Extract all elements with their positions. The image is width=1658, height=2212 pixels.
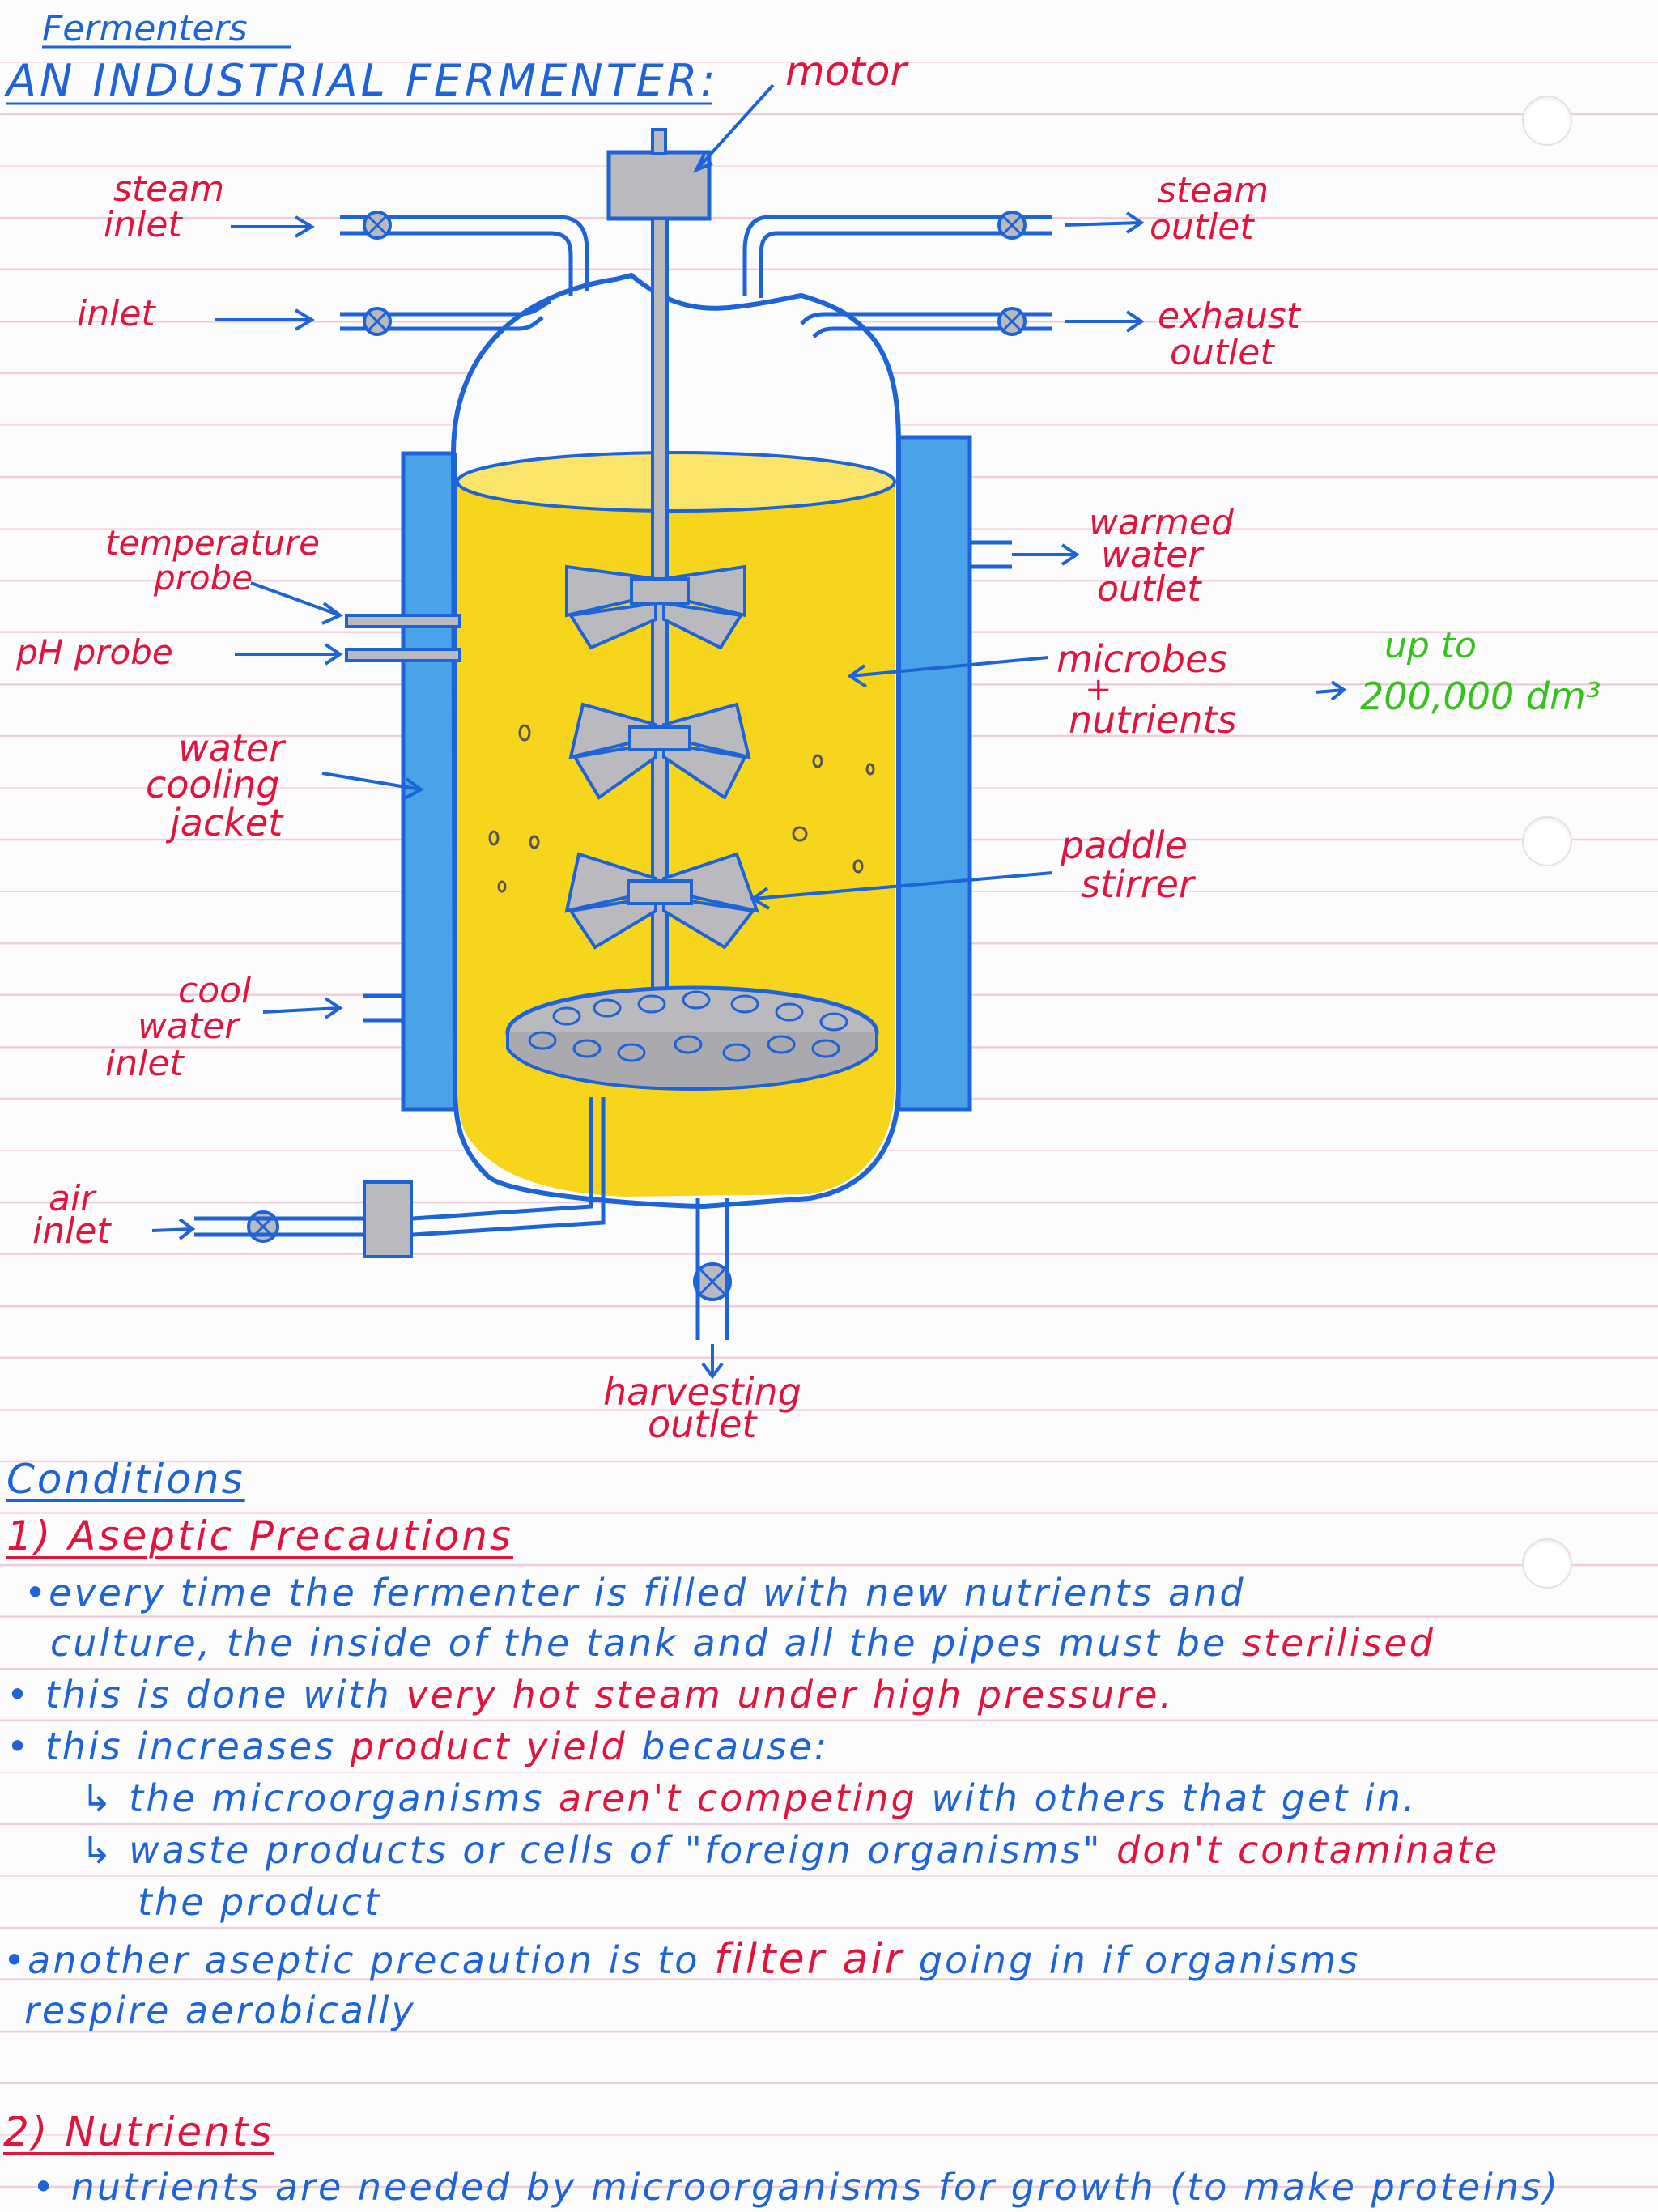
label-temperature-probe: temperature xyxy=(105,523,320,563)
fermenter-diagram: Fermenters AN INDUSTRIAL FERMENTER: xyxy=(4,8,1601,1446)
paddle-stirrer-middle xyxy=(568,702,751,800)
note-line-4: • this increases product yield because: xyxy=(6,1725,830,1768)
label-harvesting-outlet: harvesting xyxy=(603,1370,801,1414)
note-line-9: respire aerobically xyxy=(24,1989,416,2032)
svg-text:water: water xyxy=(138,1006,241,1047)
water-pipes xyxy=(363,540,1012,1023)
label-exhaust-outlet: exhaust xyxy=(1158,296,1302,337)
svg-text:outlet: outlet xyxy=(1170,332,1275,373)
label-volume: up to xyxy=(1384,625,1477,666)
air-inlet-pipe xyxy=(194,1097,606,1258)
label-arrows xyxy=(151,83,1347,1380)
svg-text:probe: probe xyxy=(153,558,253,598)
broth-surface xyxy=(456,451,896,513)
page-title: AN INDUSTRIAL FERMENTER: xyxy=(4,55,718,106)
svg-text:cooling: cooling xyxy=(146,763,280,806)
topic-heading: Fermenters xyxy=(42,8,248,49)
label-microbes-nutrients: microbes xyxy=(1056,637,1227,681)
binder-hole-2 xyxy=(1522,816,1572,866)
label-cool-water-inlet: cool xyxy=(178,970,252,1011)
conditions-heading: Conditions xyxy=(6,1456,245,1503)
bubbles xyxy=(488,724,875,893)
svg-text:outlet: outlet xyxy=(1150,206,1255,248)
label-inlet: inlet xyxy=(77,293,156,334)
section-1-heading: 1) Aseptic Precautions xyxy=(6,1512,513,1559)
note-line-8: •another aseptic precaution is to filter… xyxy=(3,1935,1361,1984)
paddle-stirrer-top xyxy=(565,564,746,650)
svg-text:outlet: outlet xyxy=(648,1402,758,1446)
paddle-stirrer-bottom xyxy=(564,852,760,950)
label-water-cooling-jacket: water xyxy=(178,726,287,770)
probes xyxy=(345,614,461,662)
label-air-inlet: air xyxy=(49,1178,97,1219)
harvesting-pipe xyxy=(695,1198,729,1340)
note-line-2: culture, the inside of the tank and all … xyxy=(50,1621,1435,1665)
svg-text:+: + xyxy=(1085,671,1112,708)
note-line-7: the product xyxy=(138,1880,382,1924)
cooling-jacket-right xyxy=(896,435,972,1112)
svg-text:stirrer: stirrer xyxy=(1081,862,1197,906)
svg-text:inlet: inlet xyxy=(104,204,183,245)
top-pipes xyxy=(340,215,1052,338)
note-line-6: ↳ waste products or cells of "foreign or… xyxy=(81,1828,1500,1872)
label-warmed-water-outlet: warmed xyxy=(1089,502,1235,543)
section-2-heading: 2) Nutrients xyxy=(3,2108,274,2155)
label-ph-probe: pH probe xyxy=(15,632,173,672)
label-steam-outlet: steam xyxy=(1158,170,1269,211)
note-line-5: ↳ the microorganisms aren't competing wi… xyxy=(81,1776,1418,1820)
svg-text:200,000 dm³: 200,000 dm³ xyxy=(1360,674,1601,718)
note-line-1: •every time the fermenter is filled with… xyxy=(24,1571,1246,1614)
note-line-3: • this is done with very hot steam under… xyxy=(6,1673,1175,1716)
label-motor: motor xyxy=(785,48,909,95)
svg-text:outlet: outlet xyxy=(1097,568,1202,610)
note-line-10: • nutrients are needed by microorganisms… xyxy=(32,2165,1561,2209)
svg-text:jacket: jacket xyxy=(165,801,284,844)
svg-text:nutrients: nutrients xyxy=(1069,698,1237,742)
binder-hole-3 xyxy=(1522,1538,1572,1589)
label-steam-inlet: steam xyxy=(113,168,224,210)
air-sparger xyxy=(505,985,879,1091)
svg-text:water: water xyxy=(1101,534,1205,576)
label-paddle-stirrer: paddle xyxy=(1060,823,1188,867)
svg-text:inlet: inlet xyxy=(105,1043,185,1084)
svg-text:inlet: inlet xyxy=(32,1210,112,1252)
motor xyxy=(606,150,712,221)
binder-hole-1 xyxy=(1522,96,1572,146)
